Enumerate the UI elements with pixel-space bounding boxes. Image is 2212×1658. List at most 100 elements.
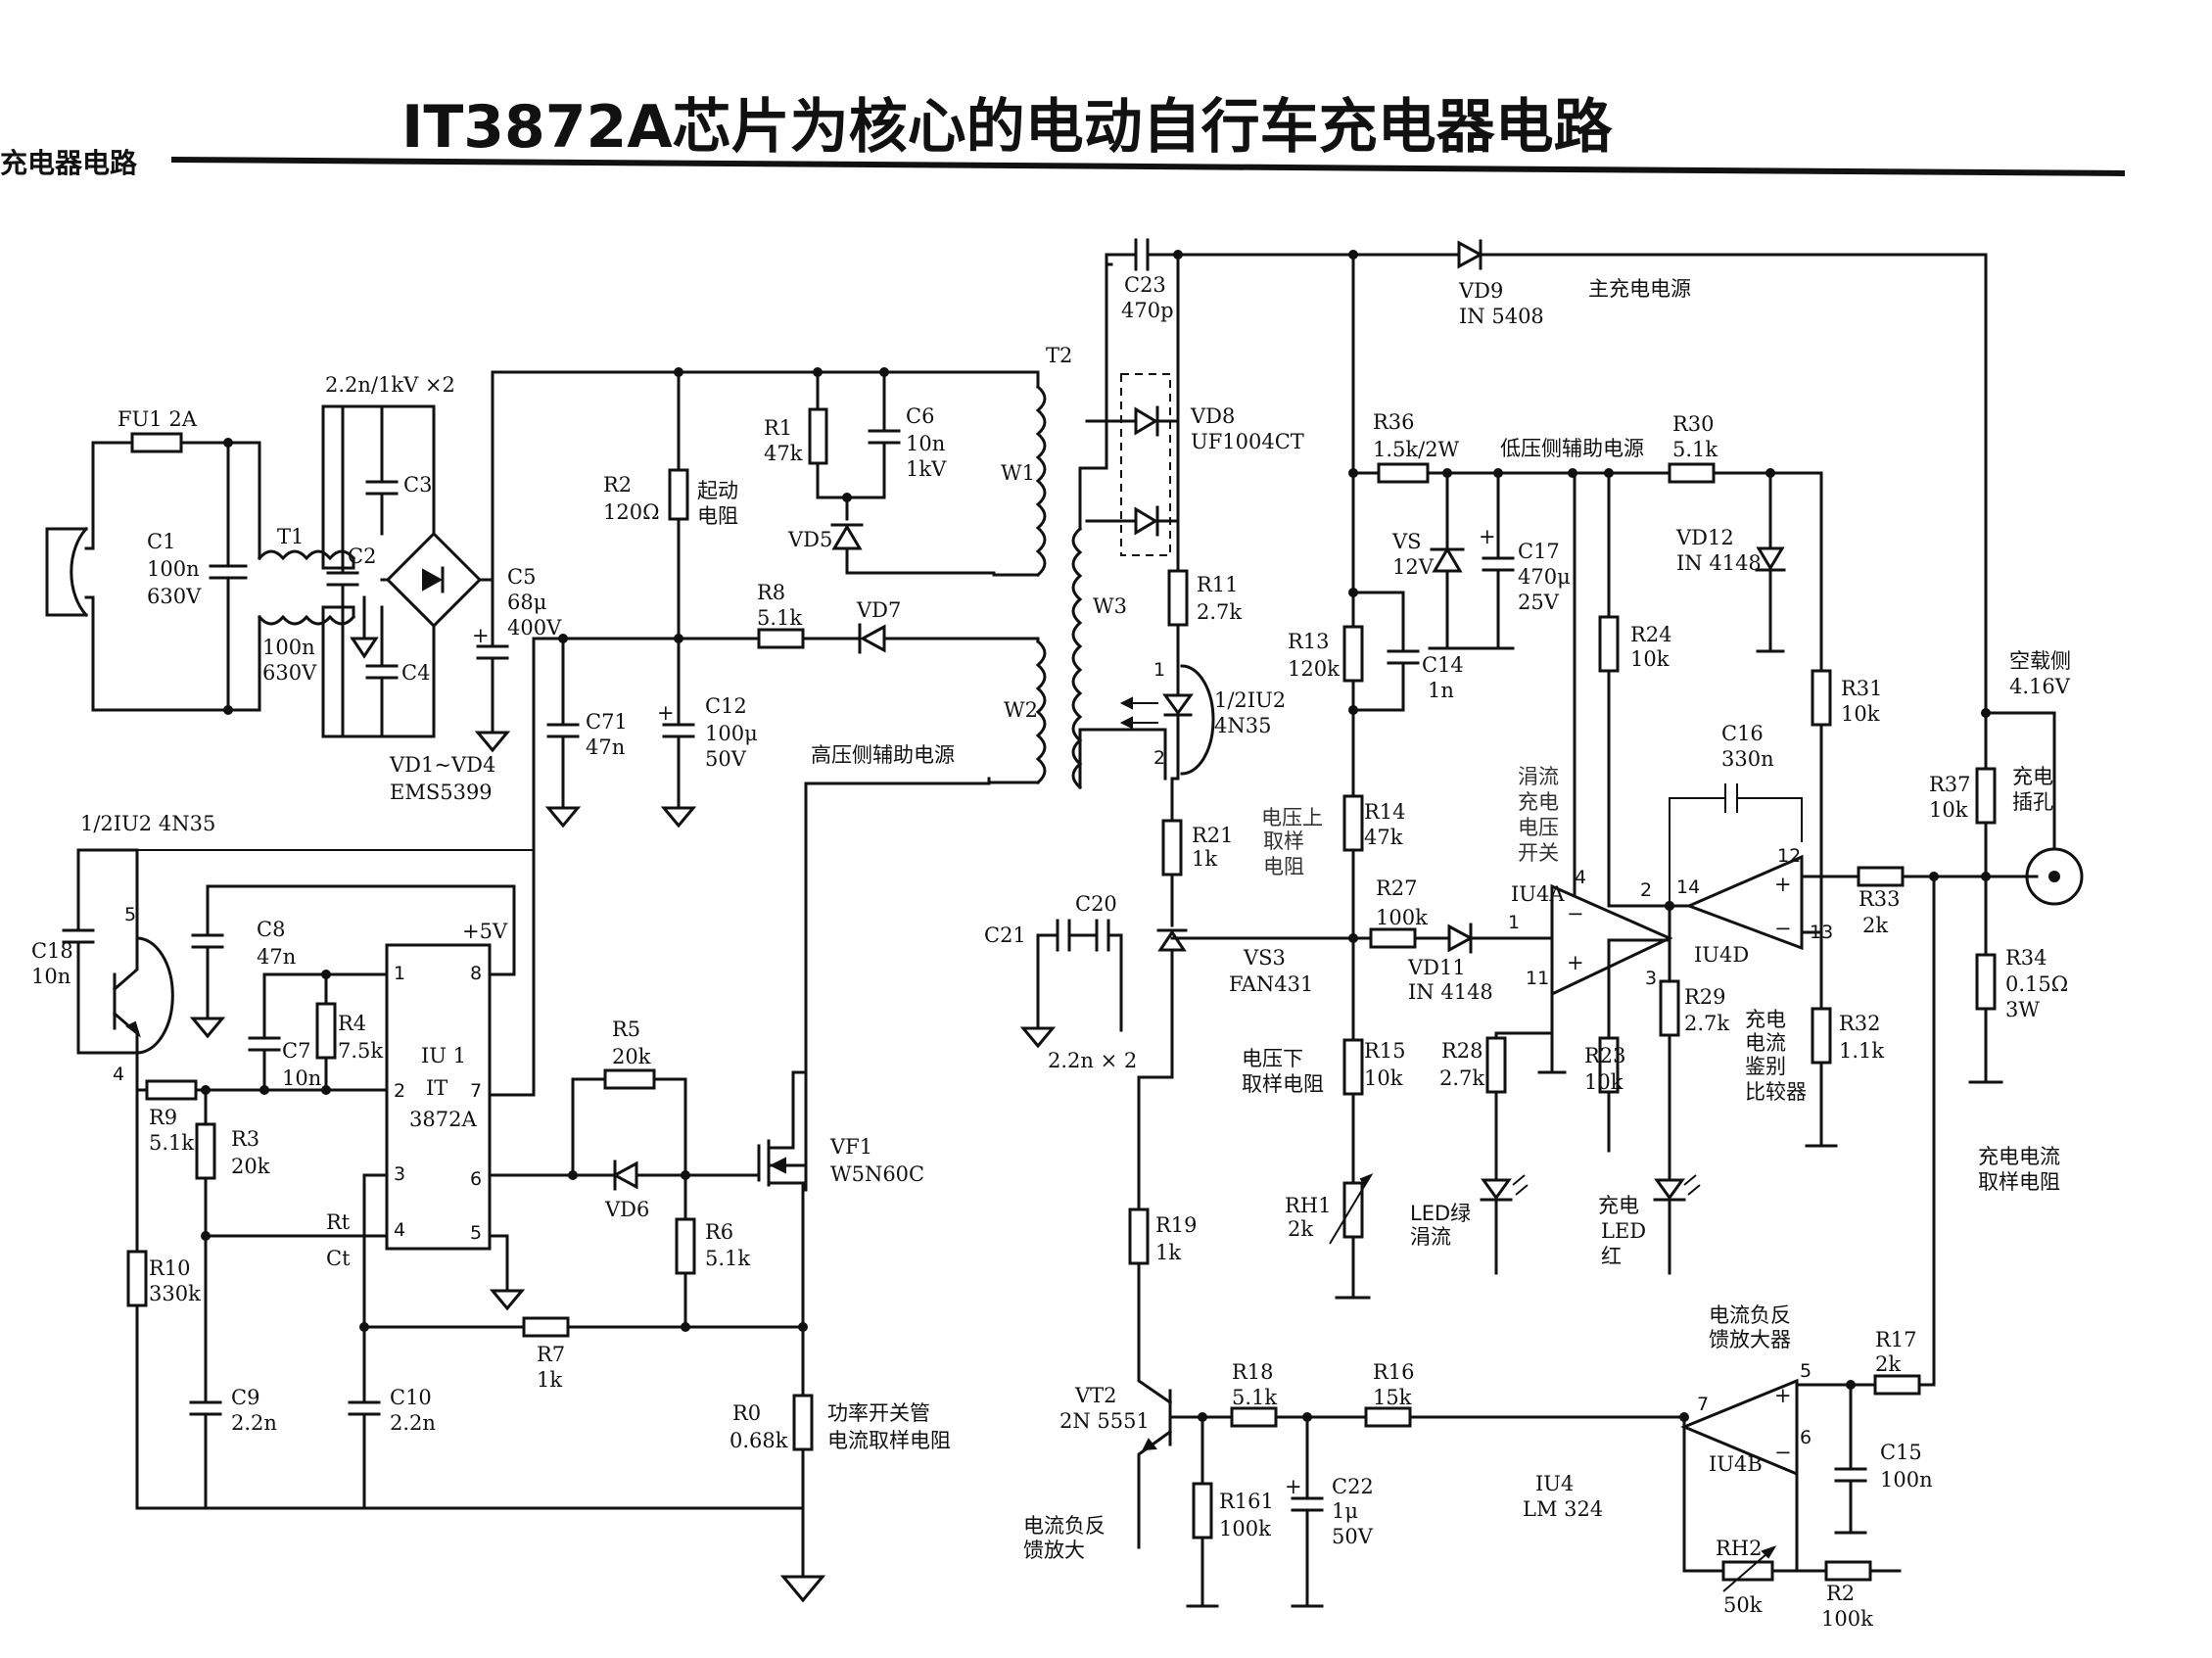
svg-text:涓流: 涓流 — [1518, 765, 1559, 788]
svg-text:IN 4148: IN 4148 — [1676, 551, 1762, 575]
svg-text:馈放大: 馈放大 — [1023, 1539, 1085, 1562]
svg-text:50k: 50k — [1723, 1593, 1763, 1617]
svg-text:IT: IT — [426, 1076, 447, 1100]
svg-text:R33: R33 — [1859, 887, 1901, 911]
svg-text:VF1: VF1 — [829, 1135, 872, 1159]
svg-text:20k: 20k — [612, 1045, 651, 1068]
svg-text:电压: 电压 — [1518, 816, 1559, 839]
svg-text:47k: 47k — [764, 442, 803, 465]
svg-text:电阻: 电阻 — [697, 504, 738, 528]
svg-text:Ct: Ct — [326, 1247, 351, 1270]
svg-text:C23: C23 — [1124, 273, 1166, 297]
svg-text:2k: 2k — [1875, 1352, 1901, 1376]
svg-text:R8: R8 — [757, 581, 785, 604]
svg-text:0.15Ω: 0.15Ω — [2005, 972, 2068, 996]
svg-text:1μ: 1μ — [1332, 1499, 1358, 1523]
svg-text:电压下: 电压下 — [1242, 1047, 1303, 1070]
svg-text:1k: 1k — [1192, 847, 1217, 871]
svg-text:R11: R11 — [1197, 573, 1239, 596]
svg-text:120Ω: 120Ω — [603, 500, 660, 524]
svg-text:RH2: RH2 — [1716, 1537, 1763, 1560]
svg-text:7: 7 — [470, 1080, 482, 1102]
svg-text:IU 1: IU 1 — [421, 1044, 466, 1067]
svg-text:R161: R161 — [1219, 1490, 1274, 1513]
svg-text:充电: 充电 — [1598, 1194, 1639, 1217]
svg-text:R30: R30 — [1672, 412, 1715, 436]
svg-text:25V: 25V — [1518, 591, 1560, 614]
svg-text:R5: R5 — [612, 1018, 640, 1041]
svg-text:充电: 充电 — [2012, 765, 2053, 788]
svg-text:47n: 47n — [586, 735, 625, 759]
svg-text:VD1~VD4: VD1~VD4 — [389, 753, 495, 777]
svg-text:1: 1 — [1508, 912, 1520, 933]
svg-text:起动: 起动 — [697, 479, 738, 502]
svg-text:6: 6 — [470, 1168, 482, 1190]
svg-text:R13: R13 — [1288, 630, 1330, 653]
svg-text:+: + — [1285, 1475, 1302, 1498]
svg-text:470μ: 470μ — [1518, 565, 1571, 589]
svg-text:C71: C71 — [586, 710, 628, 734]
svg-text:R37: R37 — [1929, 773, 1971, 796]
svg-text:11: 11 — [1526, 968, 1549, 989]
svg-text:UF1004CT: UF1004CT — [1191, 430, 1304, 453]
svg-text:电阻: 电阻 — [1263, 855, 1304, 878]
svg-text:电流: 电流 — [1745, 1031, 1786, 1055]
svg-text:空载侧: 空载侧 — [2009, 649, 2071, 673]
svg-text:电压上: 电压上 — [1261, 806, 1323, 829]
svg-text:红: 红 — [1601, 1245, 1622, 1268]
svg-text:+: + — [1774, 873, 1792, 896]
svg-text:R2: R2 — [1826, 1582, 1855, 1605]
svg-text:R14: R14 — [1364, 800, 1406, 824]
svg-text:R32: R32 — [1839, 1012, 1881, 1035]
svg-text:2k: 2k — [1288, 1217, 1313, 1241]
svg-text:充电电流: 充电电流 — [1978, 1145, 2060, 1168]
svg-text:C7: C7 — [282, 1039, 310, 1063]
svg-text:2: 2 — [1640, 879, 1652, 901]
svg-text:1: 1 — [1153, 659, 1165, 681]
svg-text:R36: R36 — [1373, 410, 1415, 434]
svg-text:VD11: VD11 — [1407, 956, 1466, 979]
svg-text:VD9: VD9 — [1458, 279, 1503, 303]
svg-text:C3: C3 — [403, 473, 432, 497]
svg-text:FAN431: FAN431 — [1229, 972, 1313, 996]
svg-text:C18: C18 — [31, 939, 73, 963]
svg-text:W2: W2 — [1004, 698, 1038, 722]
svg-text:R27: R27 — [1376, 876, 1418, 900]
svg-text:C4: C4 — [401, 661, 430, 685]
svg-text:1/2IU2 4N35: 1/2IU2 4N35 — [80, 812, 215, 835]
svg-text:2N 5551: 2N 5551 — [1059, 1409, 1150, 1433]
title-rule — [170, 157, 2126, 176]
svg-text:1/2IU2: 1/2IU2 — [1214, 688, 1286, 712]
svg-text:+: + — [657, 701, 675, 725]
svg-text:14: 14 — [1676, 876, 1700, 898]
section-tag: 充电器电路 — [0, 147, 138, 179]
svg-text:4: 4 — [113, 1064, 124, 1085]
svg-text:C6: C6 — [906, 404, 934, 428]
svg-text:1kV: 1kV — [906, 457, 947, 481]
svg-text:6: 6 — [1800, 1427, 1812, 1448]
svg-text:120k: 120k — [1288, 657, 1340, 681]
svg-text:LED绿: LED绿 — [1410, 1202, 1471, 1225]
svg-text:W5N60C: W5N60C — [830, 1162, 924, 1186]
svg-text:充电: 充电 — [1745, 1008, 1786, 1031]
svg-text:FU1 2A: FU1 2A — [118, 407, 198, 431]
svg-text:R18: R18 — [1232, 1360, 1274, 1384]
svg-text:47n: 47n — [257, 945, 296, 969]
svg-text:4: 4 — [1575, 867, 1586, 888]
svg-text:10n: 10n — [31, 965, 71, 988]
svg-text:C22: C22 — [1332, 1475, 1374, 1498]
svg-text:IN 4148: IN 4148 — [1408, 980, 1493, 1004]
svg-text:VT2: VT2 — [1074, 1384, 1117, 1407]
svg-text:功率开关管: 功率开关管 — [827, 1401, 930, 1425]
svg-text:330k: 330k — [149, 1282, 201, 1305]
svg-text:100μ: 100μ — [705, 722, 758, 745]
svg-text:5: 5 — [1800, 1360, 1812, 1382]
svg-text:100k: 100k — [1821, 1607, 1873, 1631]
svg-text:IU4A: IU4A — [1511, 882, 1565, 906]
svg-text:LM 324: LM 324 — [1523, 1497, 1603, 1521]
svg-text:IU4B: IU4B — [1709, 1452, 1763, 1476]
svg-text:C15: C15 — [1880, 1441, 1922, 1464]
svg-text:C14: C14 — [1422, 653, 1464, 677]
svg-text:电流取样电阻: 电流取样电阻 — [827, 1429, 951, 1452]
